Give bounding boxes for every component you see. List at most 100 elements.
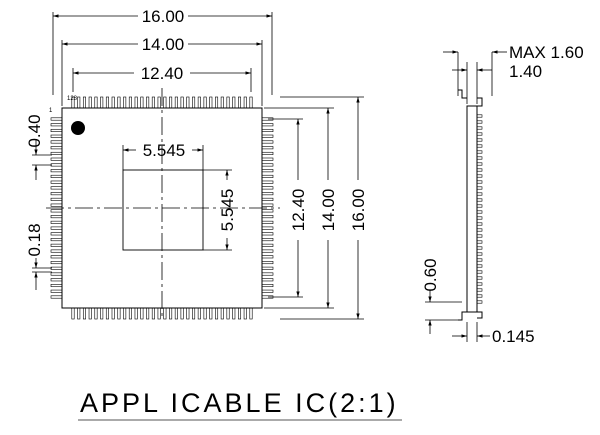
ic-lead: [174, 307, 178, 320]
ic-lead: [50, 249, 63, 253]
ic-lead: [261, 151, 274, 155]
ic-lead: [476, 138, 483, 142]
dim-lead-length-label: 0.60: [421, 258, 440, 291]
ic-lead: [50, 157, 63, 161]
ic-lead: [476, 300, 483, 304]
ic-lead: [186, 307, 190, 320]
ic-lead: [209, 96, 213, 109]
ic-lead: [261, 284, 274, 288]
ic-lead: [261, 197, 274, 201]
ic-lead: [476, 114, 483, 118]
ic-lead: [146, 307, 150, 320]
ic-lead: [50, 289, 63, 293]
ic-lead: [476, 276, 483, 280]
ic-lead: [111, 307, 115, 320]
ic-lead: [50, 255, 63, 259]
ic-lead: [50, 186, 63, 190]
ic-lead: [261, 146, 274, 150]
ic-lead: [261, 249, 274, 253]
ic-lead: [476, 216, 483, 220]
ic-lead: [203, 96, 207, 109]
ic-lead: [476, 240, 483, 244]
ic-lead: [476, 132, 483, 136]
ic-lead: [261, 174, 274, 178]
side-lead-row: [476, 114, 483, 304]
ic-lead: [50, 266, 63, 270]
ic-lead: [50, 203, 63, 207]
ic-lead: [50, 123, 63, 127]
ic-lead: [476, 168, 483, 172]
ic-lead: [261, 226, 274, 230]
top-view: 128 1: [46, 88, 280, 320]
ic-lead: [476, 270, 483, 274]
ic-lead: [215, 307, 219, 320]
ic-lead: [50, 226, 63, 230]
ic-lead: [77, 96, 81, 109]
ic-lead: [226, 307, 230, 320]
ic-lead: [476, 264, 483, 268]
ic-lead: [88, 307, 92, 320]
ic-lead: [192, 307, 196, 320]
dim-standoff-label: 0.145: [492, 327, 535, 346]
ic-lead: [238, 307, 242, 320]
ic-lead: [50, 117, 63, 121]
side-view: MAX 1.60 1.40 0.60 0.145: [421, 43, 584, 346]
ic-lead: [476, 288, 483, 292]
ic-lead: [169, 307, 173, 320]
ic-lead: [261, 169, 274, 173]
pin-first-label: 1: [49, 108, 53, 114]
ic-lead: [261, 243, 274, 247]
ic-lead: [134, 307, 138, 320]
ic-lead: [117, 96, 121, 109]
pin-last-label: 128: [67, 96, 78, 102]
ic-lead: [50, 134, 63, 138]
ic-lead: [476, 150, 483, 154]
ic-lead: [232, 307, 236, 320]
ic-lead: [261, 255, 274, 259]
dim-lead-pitch-label: 0.40: [25, 114, 44, 147]
ic-lead: [50, 243, 63, 247]
left-lead-dimensions: 0.40 0.18: [25, 114, 52, 290]
ic-lead: [94, 307, 98, 320]
ic-lead: [476, 222, 483, 226]
ic-lead: [476, 282, 483, 286]
ic-lead: [476, 174, 483, 178]
ic-lead: [243, 307, 247, 320]
pad-dimensions: 5.545 5.545: [122, 141, 237, 251]
ic-lead: [261, 128, 274, 132]
ic-lead: [261, 157, 274, 161]
ic-lead: [220, 307, 224, 320]
ic-lead: [151, 96, 155, 109]
ic-lead: [186, 96, 190, 109]
ic-lead: [50, 261, 63, 265]
ic-lead: [249, 96, 253, 109]
dim-lead-span-height-label: 12.40: [289, 189, 308, 232]
ic-lead: [476, 144, 483, 148]
ic-lead: [476, 258, 483, 262]
ic-lead: [476, 186, 483, 190]
ic-lead: [180, 307, 184, 320]
ic-lead: [476, 228, 483, 232]
ic-lead: [261, 203, 274, 207]
ic-lead: [261, 272, 274, 276]
ic-lead: [50, 209, 63, 213]
ic-lead: [261, 215, 274, 219]
caption-title: APPL ICABLE IC(2:1): [80, 388, 399, 418]
ic-lead: [197, 307, 201, 320]
ic-lead: [50, 169, 63, 173]
dim-body-height-label: 14.00: [319, 189, 338, 232]
ic-lead: [128, 96, 132, 109]
ic-lead: [226, 96, 230, 109]
ic-lead: [105, 307, 109, 320]
ic-lead: [203, 307, 207, 320]
side-body-outline: [466, 105, 478, 313]
left-lead-row: [50, 117, 63, 299]
ic-lead: [476, 204, 483, 208]
ic-lead: [123, 96, 127, 109]
ic-lead: [50, 238, 63, 242]
ic-lead: [249, 307, 253, 320]
ic-lead: [209, 307, 213, 320]
side-top-lead-profile: [458, 89, 483, 107]
dim-max-height-label: MAX 1.60: [509, 43, 584, 62]
